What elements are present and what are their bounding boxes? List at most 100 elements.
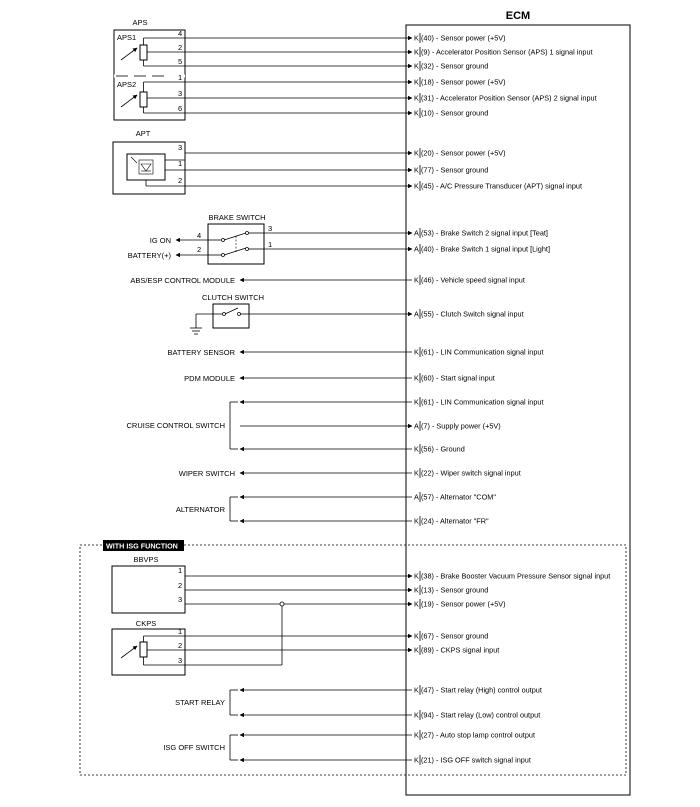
signal-label: (32) - Sensor ground [421,62,488,71]
connector-letter: K [414,517,419,526]
signal-label: (47) - Start relay (High) control output [421,686,542,695]
connector-letter: K [414,756,419,765]
ecm-signal-row: K(38) - Brake Booster Vacuum Pressure Se… [185,571,610,581]
clutch-switch-title: CLUTCH SWITCH [202,293,264,302]
ecm-signal-row: K(20) - Sensor power (+5V) [185,148,506,158]
connector-letter: K [414,646,419,655]
start-relay-label: START RELAY [175,698,225,707]
brake-switch-pin-label: 1 [268,240,272,249]
ckps-sensor: CKPS 1 2 3 [111,619,186,676]
connector-letter: A [414,493,419,502]
apt-pin-label: 2 [178,176,182,185]
ecm-signal-row: K(61) - LIN Communication signal input [239,397,543,407]
signal-label: (20) - Sensor power (+5V) [421,149,506,158]
ecm-signal-row: K(24) - Alternator "FR" [239,516,489,526]
brake-switch: BRAKE SWITCH IG ON BATTERY(+) 4 2 3 1 [128,213,272,265]
ecm-signal-row: K(31) - Accelerator Position Sensor (APS… [185,93,597,103]
signal-label: (22) - Wiper switch signal input [421,469,521,478]
signal-label: (10) - Sensor ground [421,109,488,118]
brake-switch-pin-label: 3 [268,224,272,233]
ecm-signal-row: K(21) - ISG OFF switch signal input [239,755,531,765]
ecm-box [405,24,631,796]
connector-letter: K [414,62,419,71]
connector-letter: A [414,422,419,431]
alternator-label: ALTERNATOR [176,505,226,514]
ecm-signal-row: K(77) - Sensor ground [185,165,488,175]
aps-pin-label: 5 [178,57,182,66]
brake-switch-title: BRAKE SWITCH [208,213,265,222]
aps-pin-label: 2 [178,43,182,52]
ecm-signal-row: K(61) - LIN Communication signal input [239,347,543,357]
cruise-control-switch-label: CRUISE CONTROL SWITCH [127,421,225,430]
brake-switch-pin-label: 2 [197,245,201,254]
connector-letter: K [414,731,419,740]
connector-letter: K [414,78,419,87]
connector-letter: K [414,374,419,383]
signal-label: (31) - Accelerator Position Sensor (APS)… [421,94,597,103]
splice-point [279,601,285,607]
ckps-potentiometer [139,641,148,658]
ecm-signal-row: K(22) - Wiper switch signal input [239,468,521,478]
signal-label: (45) - A/C Pressure Transducer (APT) sig… [421,182,582,191]
ecm-signal-row: K(67) - Sensor ground [185,631,488,641]
battery-label: BATTERY(+) [128,251,172,260]
ecm-signal-row: A(53) - Brake Switch 2 signal input [Tea… [264,228,548,238]
connector-letter: K [414,166,419,175]
connector-letter: K [414,109,419,118]
signal-label: (40) - Brake Switch 1 signal input [Ligh… [421,245,550,254]
ecm-signal-row: K(10) - Sensor ground [185,108,488,118]
ecm-signal-row: K(9) - Accelerator Position Sensor (APS)… [185,47,593,57]
bbvps-sensor: BBVPS 1 2 3 [111,555,186,614]
signal-label: (24) - Alternator "FR" [421,517,489,526]
aps2-potentiometer [139,91,148,108]
signal-label: (89) - CKPS signal input [421,646,499,655]
aps-pin-label: 6 [178,104,182,113]
connector-letter: K [414,469,419,478]
signal-label: (9) - Accelerator Position Sensor (APS) … [421,48,593,57]
signal-label: (13) - Sensor ground [421,586,488,595]
signal-label: (7) - Supply power (+5V) [421,422,501,431]
ecm-signal-row: K(45) - A/C Pressure Transducer (APT) si… [185,181,582,191]
brake-switch-pin-label: 4 [197,231,201,240]
battery-sensor-label: BATTERY SENSOR [167,348,235,357]
ecm-signal-row: K(56) - Ground [239,444,465,454]
connector-letter: A [414,310,419,319]
ecm-title: ECM [506,10,530,22]
aps2-label: APS2 [117,80,136,89]
isg-section-title: WITH ISG FUNCTION [106,542,178,551]
apt-title: APT [136,129,151,138]
apt-pin-label: 3 [178,143,182,152]
signal-label: (53) - Brake Switch 2 signal input [Teat… [421,229,548,238]
connector-letter: K [414,398,419,407]
ckps-pin-label: 3 [178,656,182,665]
abs-esp-module-label: ABS/ESP CONTROL MODULE [130,276,235,285]
signal-label: (67) - Sensor ground [421,632,488,641]
isg-section-label-bg [103,540,184,551]
connector-letter: K [414,445,419,454]
connector-letter: K [414,348,419,357]
signal-label: (61) - LIN Communication signal input [421,348,543,357]
ecm-signal-row: A(57) - Alternator "COM" [239,492,496,502]
ecm-signal-row: A(40) - Brake Switch 1 signal input [Lig… [264,244,550,254]
ig-on-label: IG ON [150,236,171,245]
isg-section-border [79,544,627,776]
ecm-signal-row: K(19) - Sensor power (+5V) [185,599,506,609]
aps-title: APS [132,18,147,27]
bbvps-box [111,565,186,614]
apt-sensor-element [138,159,154,175]
aps-sensor: APS APS1 APS2 4 2 5 1 3 6 [113,18,186,121]
ecm-signal-row: K(40) - Sensor power (+5V) [185,33,506,43]
ecm-signal-row: K(27) - Auto stop lamp control output [239,730,535,740]
clutch-switch: CLUTCH SWITCH [190,293,264,335]
connector-letter: K [414,586,419,595]
signal-label: (46) - Vehicle speed signal input [421,276,525,285]
connector-letter: A [414,245,419,254]
aps1-label: APS1 [117,33,136,42]
ecm-signal-row: A(7) - Supply power (+5V) [240,421,501,431]
ckps-title: CKPS [136,619,156,628]
connector-letter: K [414,34,419,43]
ckps-box [111,628,186,676]
ecm-signal-row: K(47) - Start relay (High) control outpu… [239,685,542,695]
ecm-signal-row: K(94) - Start relay (Low) control output [239,710,540,720]
signal-label: (19) - Sensor power (+5V) [421,600,506,609]
